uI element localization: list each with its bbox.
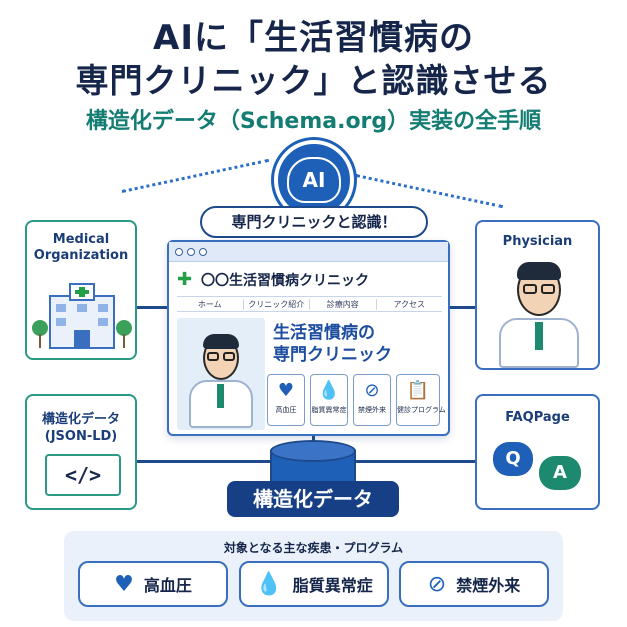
nav-services[interactable]: 診療内容: [310, 298, 377, 310]
line-faq-to-db: [356, 460, 475, 463]
connector-left: [121, 158, 270, 193]
main-title-line2: 専門クリニック」と認識させる: [75, 61, 552, 100]
code-icon: </>: [45, 454, 121, 496]
no-smoking-icon: ⊘: [364, 380, 380, 401]
service-checkup[interactable]: 📋 健診プログラム: [396, 374, 446, 426]
line-org-to-browser: [137, 306, 167, 309]
nav-home[interactable]: ホーム: [177, 298, 244, 310]
jsonld-label-line1: 構造化データ: [41, 412, 120, 427]
medical-cross-icon: ✚: [177, 269, 193, 290]
drop-icon: 💧: [255, 571, 283, 597]
physician-avatar: [477, 222, 602, 372]
physician-label: Physician: [502, 234, 573, 249]
window-dot-icon: [199, 247, 207, 256]
clinic-website-window: ✚ 〇〇生活習慣病クリニック ホーム クリニック紹介 診療内容 アクセス 生活習…: [167, 240, 450, 436]
target-conditions-panel: 対象となる主な疾患・プログラム ♥ 高血圧 💧 脂質異常症 ⊘ 禁煙外来: [64, 531, 563, 621]
recognition-bubble: 専門クリニックと認識！: [200, 206, 428, 238]
browser-titlebar: [169, 242, 448, 262]
window-dot-icon: [187, 247, 195, 256]
line-jsonld-to-db: [137, 460, 270, 463]
nav-about[interactable]: クリニック紹介: [244, 298, 310, 310]
subtitle: 構造化データ（Schema.org）実装の全手順: [85, 109, 542, 134]
database-label: 構造化データ: [227, 481, 399, 517]
target-conditions-title: 対象となる主な疾患・プログラム: [223, 541, 404, 555]
hero-title: 生活習慣病の 専門クリニック: [273, 323, 392, 365]
physician-card: Physician: [475, 220, 600, 370]
site-nav: ホーム クリニック紹介 診療内容 アクセス: [177, 296, 442, 312]
hospital-icon: [32, 283, 132, 349]
service-dyslipidemia[interactable]: 💧 脂質異常症: [310, 374, 348, 426]
drop-icon: 💧: [317, 380, 341, 401]
jsonld-card: 構造化データ (JSON-LD) </>: [25, 394, 137, 510]
faqpage-label: FAQPage: [505, 410, 570, 425]
ai-label: AI: [302, 168, 326, 192]
condition-hypertension[interactable]: ♥ 高血圧: [78, 561, 228, 607]
medical-organization-label: Medical Organization: [33, 232, 129, 263]
heart-pulse-icon: ♥: [277, 380, 295, 401]
no-smoking-icon: ⊘: [427, 571, 447, 597]
faqpage-card: FAQPage Q A: [475, 394, 600, 510]
condition-dyslipidemia[interactable]: 💧 脂質異常症: [239, 561, 389, 607]
question-bubble-icon: Q: [493, 442, 533, 476]
condition-smoking-cessation[interactable]: ⊘ 禁煙外来: [399, 561, 549, 607]
clinic-name: 〇〇生活習慣病クリニック: [201, 273, 369, 289]
service-hypertension[interactable]: ♥ 高血圧: [267, 374, 305, 426]
nav-access[interactable]: アクセス: [393, 299, 426, 309]
window-dot-icon: [175, 247, 183, 256]
jsonld-label-line2: (JSON-LD): [44, 429, 118, 444]
doctor-hero-image: [177, 318, 265, 430]
answer-bubble-icon: A: [539, 456, 581, 490]
connector-right: [355, 174, 504, 209]
line-physician-to-browser: [450, 306, 475, 309]
medical-organization-card: Medical Organization: [25, 220, 137, 360]
service-smoking-cessation[interactable]: ⊘ 禁煙外来: [353, 374, 391, 426]
database-icon: [270, 440, 356, 462]
clipboard-icon: 📋: [406, 380, 430, 401]
heart-pulse-icon: ♥: [114, 571, 134, 597]
main-title-line1: AIに「生活習慣病の: [153, 18, 474, 58]
brain-icon: AI: [287, 157, 341, 203]
